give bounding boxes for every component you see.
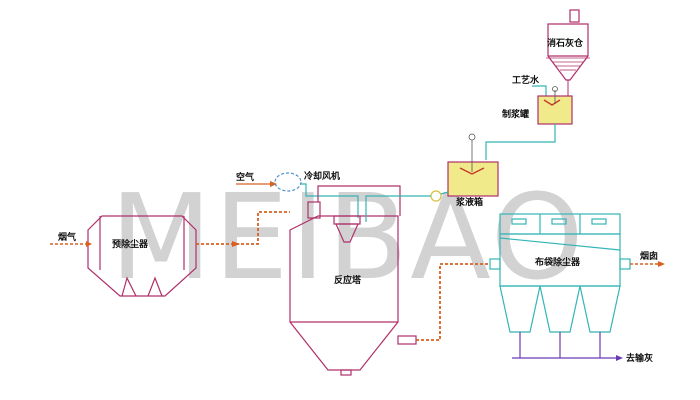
gas-to-reaction-tower-line (196, 211, 290, 245)
slurry-making-tank (537, 86, 573, 125)
process-water-label: 工艺水 (512, 74, 540, 86)
air-label: 空气 (236, 171, 254, 183)
slurry-pump-line (440, 191, 449, 195)
baghouse (489, 213, 631, 333)
watermark: MEIBAO (110, 168, 586, 306)
slurry-to-tower-line (365, 195, 431, 222)
pre-dust-collector-label: 预除尘器 (112, 238, 149, 250)
slaked-lime-silo (547, 9, 589, 81)
cooling-fan-icon (274, 172, 302, 192)
reaction-tower (289, 185, 417, 376)
air-arrow-icon (270, 181, 277, 187)
pre-dust-collector (87, 215, 197, 297)
slurry-making-tank-label: 制浆罐 (502, 108, 529, 120)
baghouse-label: 布袋除尘器 (534, 256, 581, 268)
ash-discharge (512, 332, 618, 359)
flue-gas-arrow-icon (86, 241, 92, 247)
reaction-tower-label: 反应塔 (334, 274, 362, 286)
ash-arrow-icon (616, 355, 623, 361)
slurry-tank (447, 133, 499, 197)
slaked-lime-silo-label: 消石灰仓 (547, 37, 584, 49)
slurry-transfer-line (485, 124, 556, 160)
silo-hatch-icon (546, 57, 590, 71)
cooling-fan-label: 冷却风机 (304, 170, 340, 182)
process-water-line (532, 85, 547, 96)
cooling-air-line (301, 183, 359, 218)
flue-gas-label: 烟气 (58, 231, 76, 243)
chimney-label: 烟囱 (640, 250, 658, 262)
gas-to-baghouse-line (416, 263, 490, 341)
slurry-tank-label: 浆液箱 (455, 196, 483, 208)
to-ash-conveying-label: 去输灰 (626, 352, 653, 364)
chimney-arrow-icon (658, 261, 665, 267)
gas-flow-arrow-icon (232, 241, 240, 247)
